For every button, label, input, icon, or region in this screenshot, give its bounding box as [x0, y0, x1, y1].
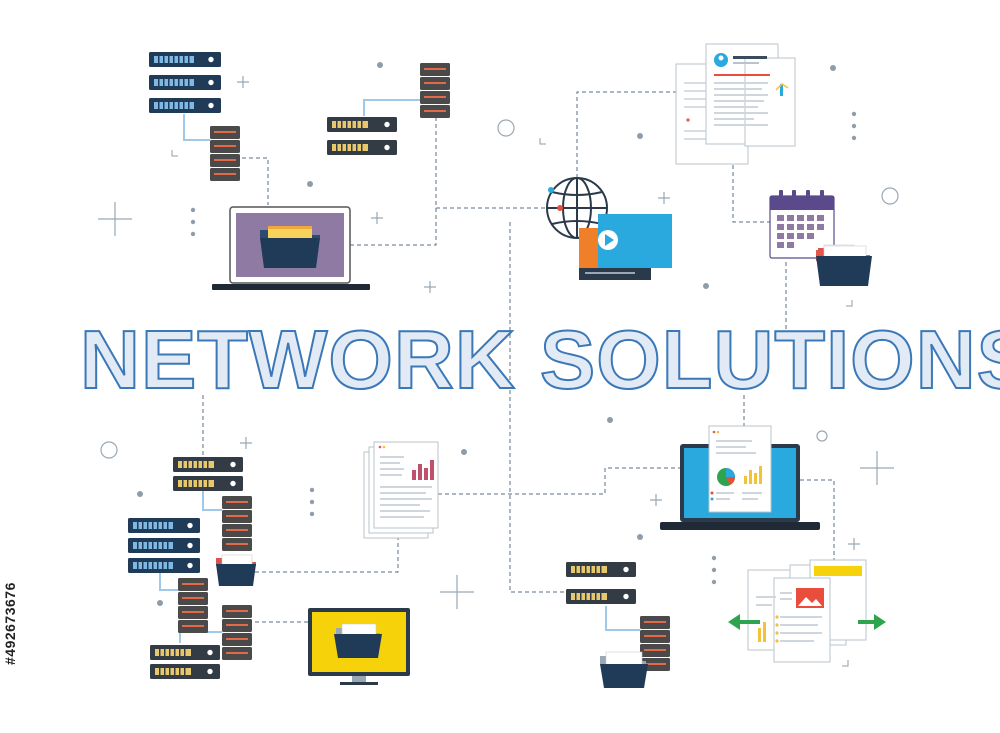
stock-id-label: #492673676: [2, 582, 18, 665]
document-transfer-icon: [747, 559, 867, 663]
page-title: NETWORK SOLUTIONS: [79, 313, 1000, 406]
monitor-folder-icon: [308, 608, 410, 685]
folder-icon: [215, 554, 257, 587]
arrow-left-icon: [728, 614, 760, 630]
folder-icon: [816, 244, 872, 286]
server-rack-icon: [327, 117, 397, 155]
server-rack-icon: [128, 518, 200, 573]
corner-ticks: [171, 138, 853, 667]
folder-icon: [600, 651, 648, 688]
server-rack-icon: [150, 645, 220, 679]
report-document-icon: [363, 441, 439, 539]
decorations: [98, 76, 899, 609]
video-player-icon: [579, 214, 672, 280]
arrow-right-icon: [858, 614, 886, 630]
laptop-folder-icon: [212, 206, 370, 290]
server-rack-icon: [149, 52, 221, 113]
resume-document-icon: [675, 43, 796, 165]
calendar-icon: [769, 190, 835, 259]
globe-icon: [546, 177, 608, 239]
server-rack-icon: [173, 457, 243, 491]
dots: [137, 62, 857, 606]
server-rack-icon: [566, 562, 636, 604]
server-tower-icon: [210, 126, 240, 181]
server-tower-icon: [222, 496, 252, 551]
laptop-analytics-icon: [660, 425, 820, 530]
server-tower-icon: [420, 63, 450, 118]
